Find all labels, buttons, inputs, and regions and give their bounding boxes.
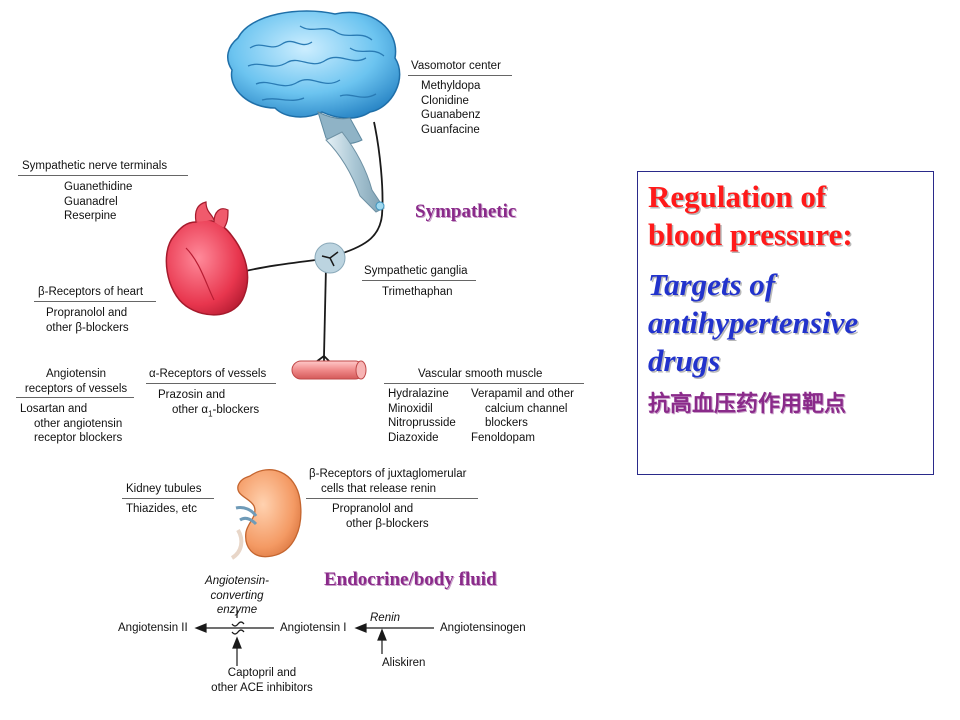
alpha-blockers-suffix: -blockers — [212, 403, 260, 416]
alpha-subscript: 1 — [208, 408, 213, 418]
heart-drawing — [165, 201, 249, 316]
info-title-line2: blood pressure: — [648, 217, 853, 252]
ace-label: Angiotensin- converting enzyme — [200, 574, 274, 618]
drug-blockers: blockers — [485, 417, 528, 429]
renin-label: Renin — [370, 612, 401, 624]
drug-diazoxide: Diazoxide — [388, 431, 439, 444]
vasomotor-center-title: Vasomotor center — [411, 60, 501, 72]
alpha-vessels-title: α-Receptors of vessels — [149, 368, 267, 380]
nerve-terminals-divider — [18, 175, 188, 176]
beta-renin-title: β-Receptors of juxtaglomerular cells tha… — [309, 467, 466, 496]
drug-guanadrel: Guanadrel — [64, 195, 118, 208]
info-subtitle: Targets of antihypertensive drugs — [648, 266, 923, 380]
spinal-cord — [325, 131, 385, 213]
ace-label-line1: Angiotensin- — [205, 575, 269, 587]
vasomotor-drug-list: Methyldopa Clonidine Guanabenz Guanfacin… — [421, 79, 480, 137]
drug-methyldopa: Methyldopa — [421, 80, 481, 92]
drug-guanethidine: Guanethidine — [64, 181, 133, 193]
beta-heart-drug-list: Propranolol and other β-blockers — [46, 306, 129, 335]
drug-other-beta-blockers-heart: other β-blockers — [46, 321, 129, 334]
angiotensin-receptors-title: Angiotensin receptors of vessels — [20, 367, 132, 396]
drug-guanabenz: Guanabenz — [421, 109, 481, 121]
angiotensin-receptors-drug-list: Losartan and other angiotensin receptor … — [20, 402, 122, 446]
drug-calcium-channel: calcium channel — [485, 402, 568, 415]
ganglia-divider — [362, 280, 476, 281]
drug-trimethaphan: Trimethaphan — [382, 286, 453, 298]
info-title-line1: Regulation of — [648, 179, 827, 214]
vascular-muscle-col1: Hydralazine Minoxidil Nitroprusside Diaz… — [388, 387, 456, 445]
drug-verapamil: Verapamil and other — [471, 388, 574, 400]
nerve-terminals-drug-list: Guanethidine Guanadrel Reserpine — [64, 180, 132, 224]
drug-prazosin: Prazosin and — [158, 389, 226, 401]
ace-inhibitors-line1: Captopril and — [227, 667, 297, 679]
info-box: Regulation of blood pressure: Targets of… — [637, 171, 934, 475]
ganglia-title: Sympathetic ganglia — [364, 265, 468, 277]
info-subtitle-line1: Targets of — [648, 267, 776, 302]
drug-reserpine: Reserpine — [64, 210, 117, 222]
drug-other-angiotensin: other angiotensin — [34, 417, 123, 430]
vascular-muscle-title: Vascular smooth muscle — [418, 368, 543, 380]
beta-renin-divider — [306, 498, 478, 499]
blood-vessel-drawing — [291, 360, 367, 380]
kidney-tubules-divider — [122, 498, 214, 499]
angiotensin-i-label: Angiotensin I — [280, 622, 347, 634]
drug-receptor-blockers: receptor blockers — [34, 432, 123, 444]
brain-drawing — [226, 10, 401, 145]
drug-thiazides: Thiazides, etc — [126, 503, 197, 515]
vascular-muscle-divider — [384, 383, 584, 384]
beta-heart-divider — [34, 301, 156, 302]
endocrine-tag: Endocrine/body fluid — [324, 569, 497, 590]
alpha-blockers-prefix: other α — [172, 403, 209, 416]
drug-minoxidil: Minoxidil — [388, 402, 433, 415]
beta-renin-title-line2: cells that release renin — [321, 482, 437, 495]
drug-losartan: Losartan and — [20, 403, 88, 415]
info-subtitle-line2: antihypertensive — [648, 305, 859, 340]
kidney-drawing — [230, 469, 302, 560]
vasomotor-divider — [408, 75, 512, 76]
drug-propranolol-heart: Propranolol and — [46, 307, 128, 319]
aliskiren-label: Aliskiren — [382, 657, 426, 669]
ace-inhibitors-line2: other ACE inhibitors — [211, 681, 313, 694]
vascular-muscle-col2: Verapamil and other calcium channel bloc… — [471, 387, 574, 445]
angiotensin-ii-label: Angiotensin II — [118, 622, 188, 634]
angiotensinogen-label: Angiotensinogen — [440, 622, 526, 634]
nerve-terminals-title: Sympathetic nerve terminals — [22, 160, 168, 172]
drug-other-alpha1-blockers: other α1-blockers — [158, 403, 259, 422]
ace-label-line3: enzyme — [216, 604, 258, 616]
drug-propranolol-renin: Propranolol and — [332, 503, 414, 515]
angiotensin-receptors-title-line2: receptors of vessels — [24, 382, 128, 395]
angiotensin-receptors-divider — [16, 397, 134, 398]
sympathetic-ganglion — [314, 242, 346, 274]
drug-other-beta-blockers-renin: other β-blockers — [346, 517, 429, 530]
drug-fenoldopam: Fenoldopam — [471, 431, 535, 444]
beta-renin-title-line1: β-Receptors of juxtaglomerular — [309, 468, 467, 480]
ace-inhibitors-label: Captopril and other ACE inhibitors — [197, 666, 327, 695]
info-title: Regulation of blood pressure: — [648, 178, 923, 254]
alpha-vessels-divider — [146, 383, 276, 384]
alpha-vessels-drug-list: Prazosin and other α1-blockers — [158, 388, 259, 421]
ace-label-line2: converting — [210, 589, 264, 602]
beta-renin-drug-list: Propranolol and other β-blockers — [332, 502, 429, 531]
kidney-tubules-title: Kidney tubules — [126, 483, 202, 495]
drug-hydralazine: Hydralazine — [388, 388, 449, 400]
info-chinese-caption: 抗高血压药作用靶点 — [648, 392, 847, 417]
raas-pathway-arrows — [194, 610, 434, 666]
drug-guanfacine: Guanfacine — [421, 123, 480, 136]
drug-nitroprusside: Nitroprusside — [388, 417, 456, 429]
angiotensin-receptors-title-line1: Angiotensin — [45, 368, 107, 380]
sympathetic-tag: Sympathetic — [415, 201, 517, 222]
beta-heart-title: β-Receptors of heart — [38, 286, 144, 298]
drug-clonidine: Clonidine — [421, 94, 469, 107]
info-subtitle-line3: drugs — [648, 343, 721, 378]
